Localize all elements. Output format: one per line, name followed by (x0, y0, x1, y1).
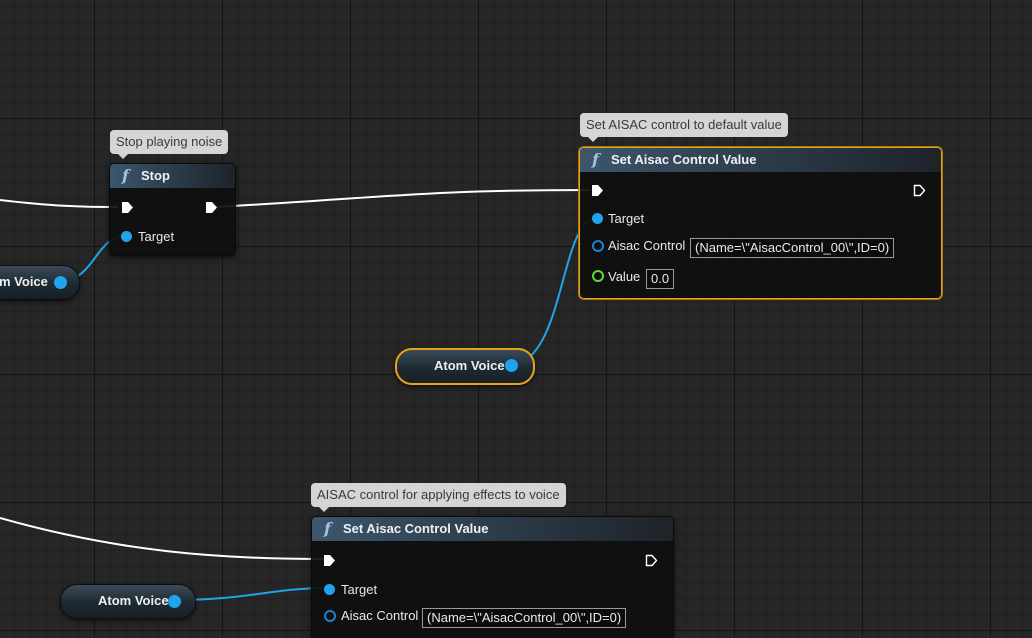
atom-voice-variable-middle[interactable]: Atom Voice (395, 348, 535, 385)
object-pin-icon[interactable] (505, 359, 518, 372)
value-pin-icon[interactable] (592, 270, 604, 282)
variable-label: m Voice (0, 274, 48, 289)
comment-apply-effects[interactable]: AISAC control for applying effects to vo… (311, 483, 566, 512)
aisac-control-value-field[interactable]: (Name=\"AisacControl_00\",ID=0) (422, 608, 627, 628)
value-label: Value (608, 269, 641, 284)
exec-wire-into-stop[interactable] (0, 199, 119, 208)
target-label: Target (608, 211, 645, 226)
target-pin-icon[interactable] (592, 213, 603, 224)
object-pin-icon[interactable] (168, 595, 181, 608)
object-wire-voice-to-bottom-set-aisac[interactable] (174, 587, 330, 601)
target-label: Target (138, 229, 175, 244)
exec-wire-into-bottom-set-aisac[interactable] (0, 517, 324, 560)
aisac-control-pin-icon[interactable] (592, 240, 604, 252)
node-title: Set Aisac Control Value (611, 152, 757, 167)
exec-out-pin-icon[interactable] (205, 201, 218, 214)
aisac-control-label: Aisac Control (608, 238, 686, 253)
object-pin-icon[interactable] (54, 276, 67, 289)
set-aisac-control-node-bottom[interactable]: f Set Aisac Control Value Target Aisac C… (311, 516, 674, 638)
set-aisac-node-header[interactable]: f Set Aisac Control Value (312, 517, 673, 541)
node-title: Stop (141, 168, 170, 183)
aisac-control-pin-icon[interactable] (324, 610, 336, 622)
exec-out-pin-icon[interactable] (645, 554, 658, 567)
exec-out-pin-icon[interactable] (913, 184, 926, 197)
function-icon: f (592, 150, 599, 169)
aisac-control-label: Aisac Control (341, 608, 419, 623)
variable-label: Atom Voice (434, 358, 505, 373)
function-icon: f (122, 166, 129, 185)
exec-wire-stop-to-set-aisac[interactable] (214, 189, 591, 208)
exec-in-pin-icon[interactable] (323, 554, 336, 567)
set-aisac-control-node-top[interactable]: f Set Aisac Control Value Target Aisac C… (579, 147, 942, 299)
stop-node-header[interactable]: f Stop (110, 164, 235, 188)
aisac-control-value-field[interactable]: (Name=\"AisacControl_00\",ID=0) (690, 238, 895, 258)
stop-node[interactable]: f Stop Target (109, 163, 236, 256)
value-input-field[interactable]: 0.0 (646, 269, 675, 289)
comment-default-value[interactable]: Set AISAC control to default value (580, 113, 788, 142)
set-aisac-node-header[interactable]: f Set Aisac Control Value (580, 148, 941, 172)
target-pin-icon[interactable] (121, 231, 132, 242)
exec-in-pin-icon[interactable] (121, 201, 134, 214)
variable-label: Atom Voice (98, 593, 169, 608)
target-pin-icon[interactable] (324, 584, 335, 595)
atom-voice-variable-bottom[interactable]: Atom Voice (60, 584, 196, 619)
function-icon: f (324, 519, 331, 538)
atom-voice-variable-left[interactable]: m Voice (0, 265, 80, 300)
target-label: Target (341, 582, 378, 597)
comment-stop-noise[interactable]: Stop playing noise (110, 130, 229, 159)
exec-in-pin-icon[interactable] (591, 184, 604, 197)
node-title: Set Aisac Control Value (343, 521, 489, 536)
